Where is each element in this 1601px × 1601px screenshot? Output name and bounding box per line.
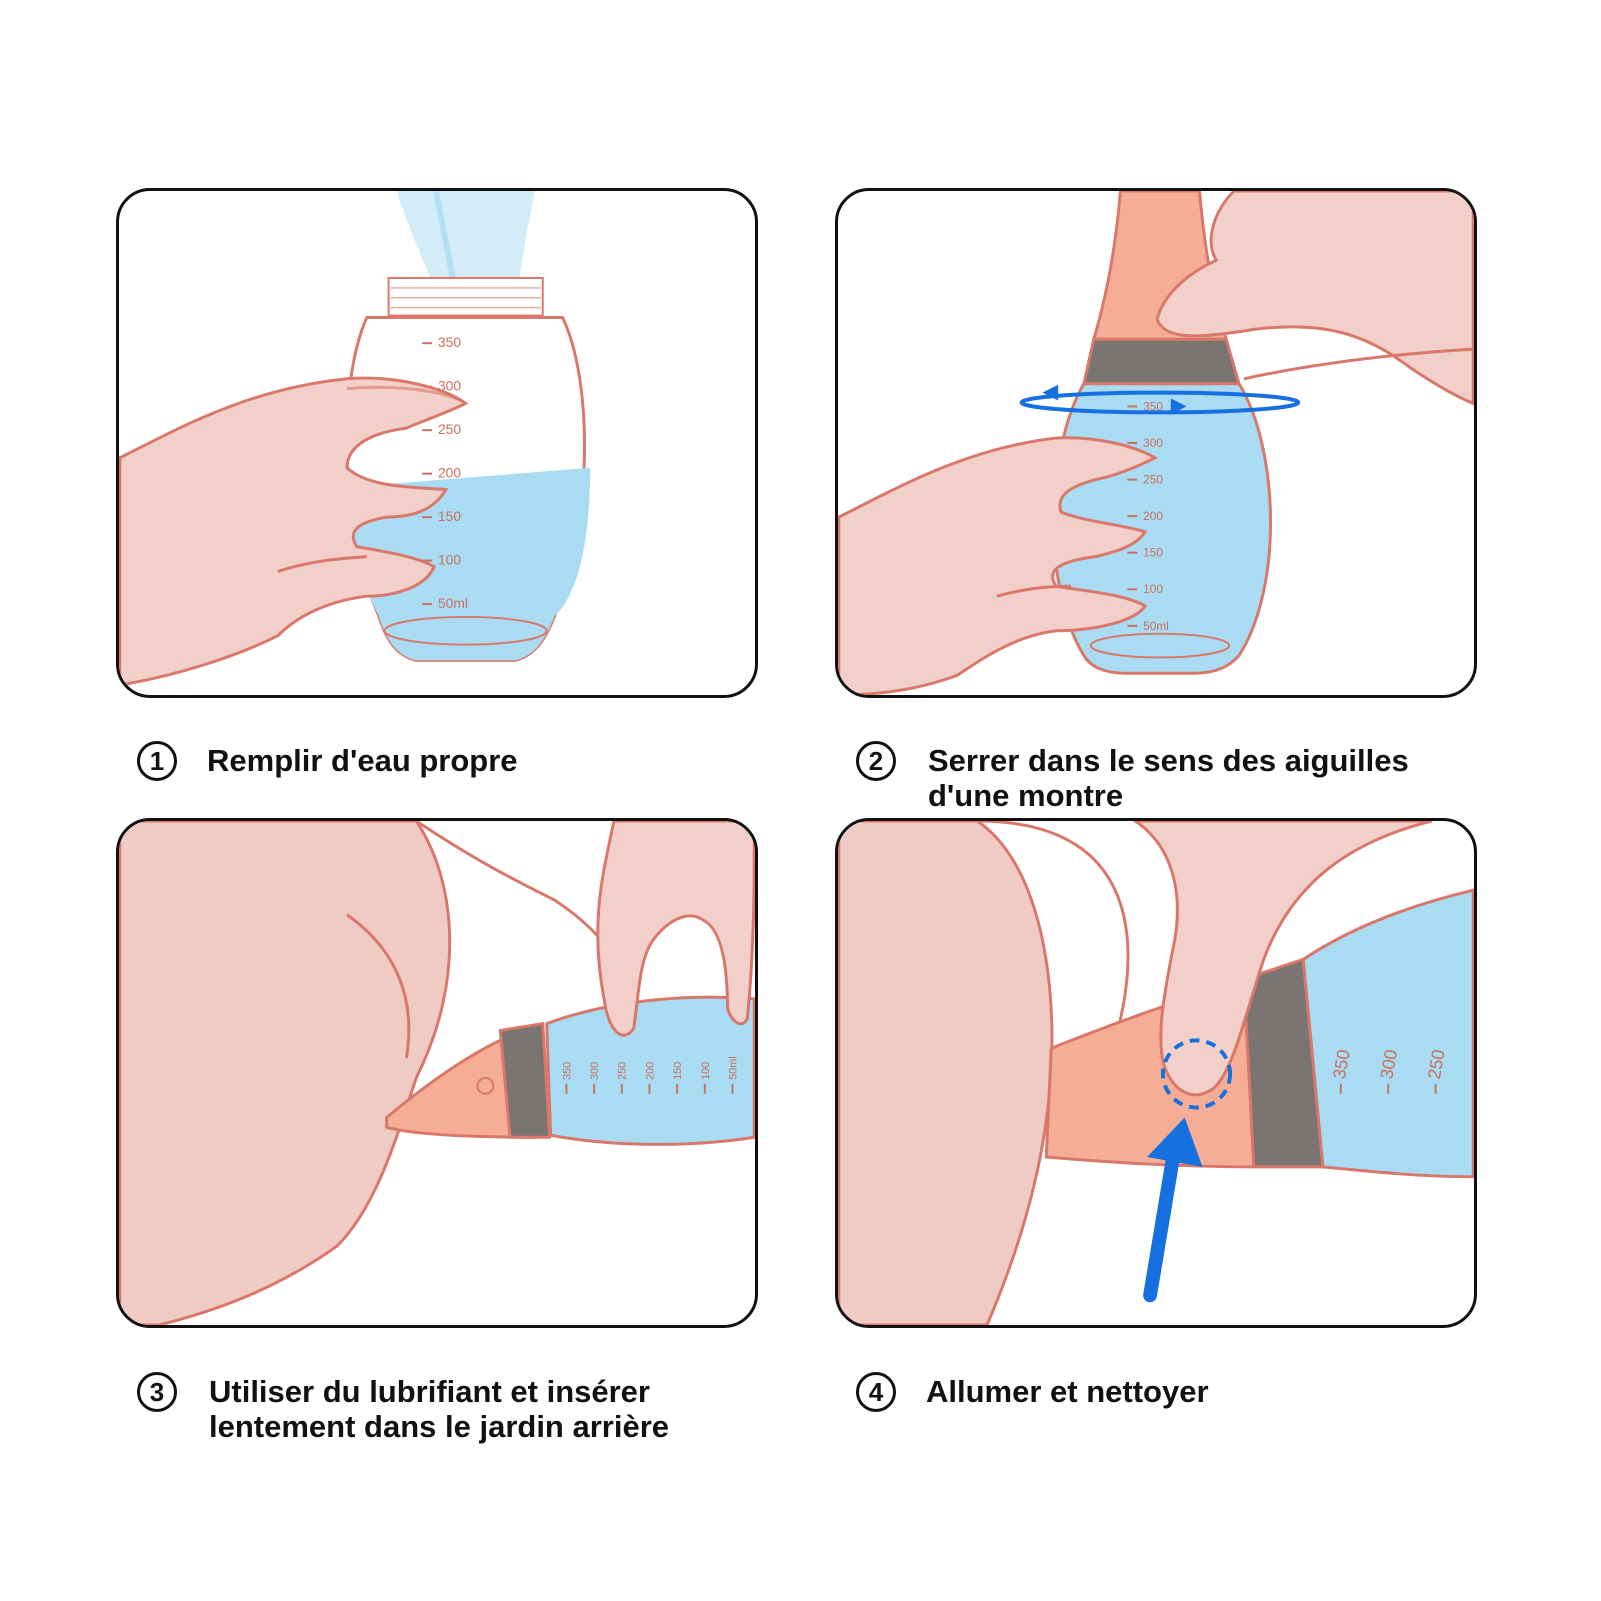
bottle-body	[1301, 888, 1474, 1179]
grip-band	[1082, 337, 1241, 386]
step-number-badge: 1	[137, 741, 177, 781]
step-3-illustration: 350 300 250 200 150 100 50ml	[116, 818, 758, 1328]
scale-label: 300	[438, 378, 461, 394]
scale-label: 350	[1143, 399, 1163, 413]
scale-label: 200	[1143, 509, 1163, 523]
measuring-scale: 350 300 250 200 150 100 50ml	[422, 334, 468, 611]
scale-label: 200	[644, 1062, 656, 1080]
hand	[1132, 821, 1433, 1097]
power-button-icon	[476, 1076, 495, 1095]
rotation-arrow-icon	[1019, 390, 1301, 415]
scale-label: 100	[1143, 582, 1163, 596]
hand	[1243, 347, 1474, 381]
scale-label: 250	[617, 1062, 629, 1080]
scale-label: 250	[1143, 473, 1163, 487]
insert-device-illustration: 350 300 250 200 150 100 50ml	[119, 821, 755, 1325]
step-number-badge: 2	[856, 741, 896, 781]
power-button-highlight	[1160, 1038, 1233, 1110]
hand	[119, 376, 469, 687]
step-2: 2 Serrer dans le sens des aiguilles d'un…	[856, 741, 1409, 813]
arrow-head-icon	[1170, 398, 1187, 415]
step-1: 1 Remplir d'eau propre	[137, 741, 518, 781]
step-caption: Allumer et nettoyer	[926, 1374, 1209, 1409]
scale-label: 50ml	[1143, 619, 1169, 633]
scale-label: 150	[672, 1062, 684, 1080]
hand	[596, 821, 755, 1037]
grip-band	[498, 1021, 552, 1139]
step-number-badge: 3	[137, 1372, 177, 1412]
scale-label: 50ml	[727, 1056, 739, 1080]
bottle-neck	[387, 276, 544, 317]
scale-label: 100	[700, 1062, 712, 1080]
step-number-badge: 4	[856, 1372, 896, 1412]
fill-bottle-illustration: 350 300 250 200 150 100 50ml	[119, 191, 591, 687]
step-3: 3 Utiliser du lubrifiant et insérer lent…	[137, 1372, 670, 1444]
tighten-nozzle-illustration: 350 300 250 200 150 100 50ml	[838, 191, 1474, 695]
arrow-head-icon	[1147, 1117, 1203, 1167]
scale-label: 50ml	[438, 595, 468, 611]
hand	[1155, 191, 1474, 406]
up-arrow-icon	[1143, 1140, 1182, 1303]
step-4: 4 Allumer et nettoyer	[856, 1372, 1209, 1412]
scale-label: 250	[438, 421, 461, 437]
step-caption: Utiliser du lubrifiant et insérer lentem…	[209, 1374, 670, 1444]
step-caption: Serrer dans le sens des aiguilles d'une …	[928, 743, 1409, 813]
body	[838, 821, 1054, 1325]
scale-label: 350	[438, 334, 461, 350]
hand	[838, 436, 1159, 695]
step-1-illustration: 350 300 250 200 150 100 50ml	[116, 188, 758, 698]
scale-label: 200	[438, 465, 461, 481]
scale-label: 150	[1143, 546, 1163, 560]
scale-label: 100	[438, 552, 461, 568]
step-caption: Remplir d'eau propre	[207, 743, 518, 778]
scale-label: 150	[438, 508, 461, 524]
scale-label: 300	[589, 1062, 601, 1080]
step-2-illustration: 350 300 250 200 150 100 50ml	[835, 188, 1477, 698]
body	[119, 821, 452, 1325]
measuring-scale: 350 300 250 200 150 100 50ml	[1127, 399, 1169, 633]
scale-label: 300	[1143, 436, 1163, 450]
measuring-scale: 350 300 250 200 150 100 50ml	[561, 1056, 739, 1094]
scale-label: 350	[561, 1062, 573, 1080]
arrow-head-icon	[1042, 384, 1059, 401]
